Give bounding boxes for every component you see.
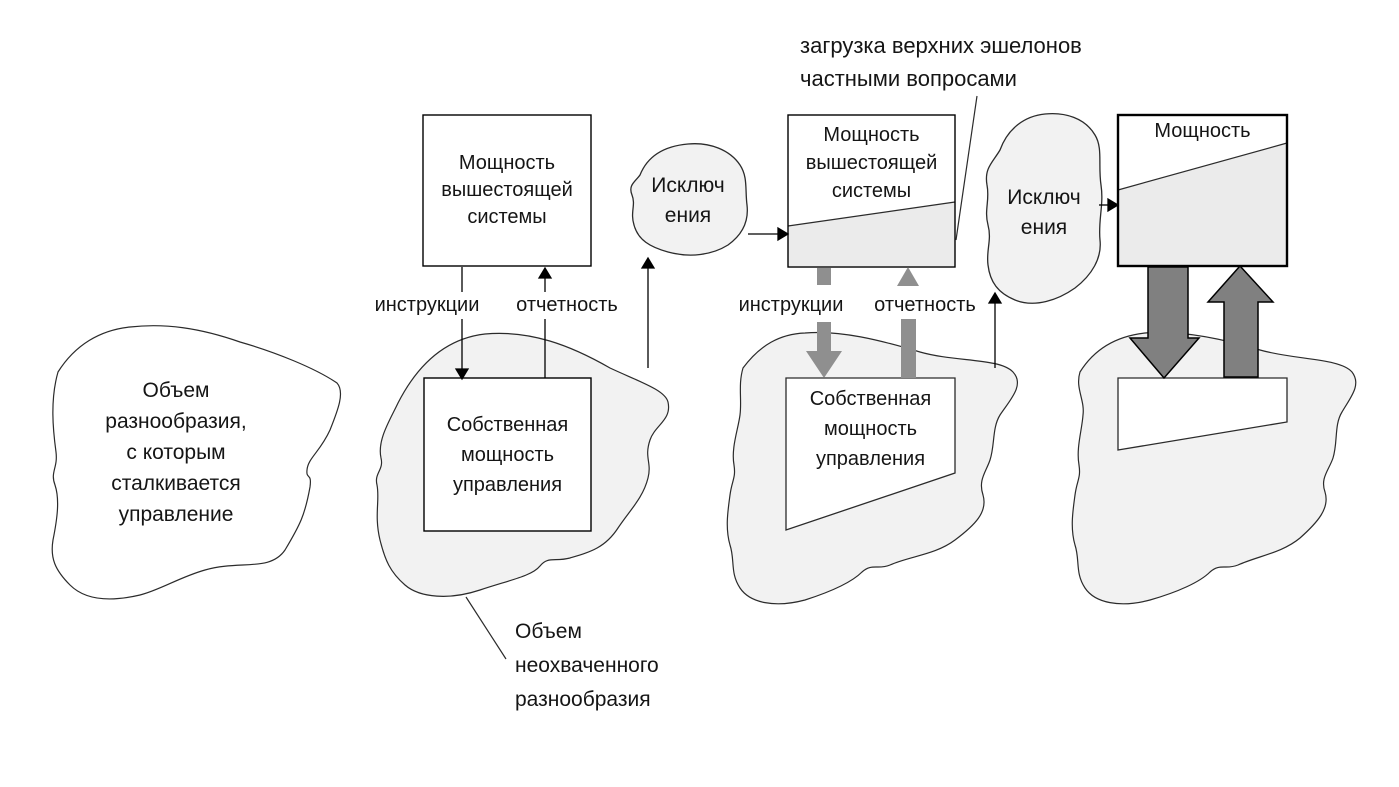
stage3-up-thick-arrow (1206, 264, 1275, 378)
stage2-exceptions-arrowhead (987, 291, 1003, 304)
stage3-down-thick-arrow (1128, 266, 1201, 380)
stage1-instructions-label: инструкции (367, 292, 487, 319)
exceptions1-to-box-arrowhead (777, 226, 790, 242)
bottom-note: Объем неохваченного разнообразия (515, 620, 659, 711)
top-note: загрузка верхних эшелонов частными вопро… (800, 33, 1082, 91)
exceptions2-to-box-arrowhead (1107, 197, 1120, 213)
stage2-reporting-thick-shaft (901, 318, 916, 378)
top-note-leader-line (955, 95, 978, 241)
stage2-instructions-thick-stub (817, 268, 831, 285)
exceptions2-label: Исключ ения (1007, 186, 1081, 239)
stage1-reporting-arrowhead (537, 266, 553, 279)
stage3-upper-system-diagonal (1117, 142, 1288, 191)
stage2-own-capacity-quad (785, 377, 956, 531)
exceptions1-label: Исключ ения (651, 174, 725, 227)
stage2-upper-system-diagonal (787, 201, 956, 227)
stage3-upper-system-label: Мощность (1154, 120, 1251, 142)
stage3-upper-system-box (1116, 113, 1289, 268)
stage1-upper-system-label: Мощность вышестоящей системы (441, 152, 573, 228)
stage2-instructions-thick-arrow (806, 322, 842, 378)
stage2-upper-system-box (787, 114, 956, 268)
variety-blob-label: Объем разнообразия, с которым сталкивает… (105, 379, 247, 526)
stage1-upper-system-box (422, 114, 592, 267)
exceptions-blob-1 (630, 143, 748, 256)
stage2-reporting-thick-arrowhead (897, 267, 919, 286)
stage2-instructions-label: инструкции (731, 292, 851, 319)
variety-blob (51, 325, 342, 600)
stage1-reporting-label: отчетность (507, 292, 627, 319)
exceptions-blob-2 (985, 112, 1103, 304)
stage3-uncovered-variety-blob (1071, 331, 1357, 605)
stage1-own-capacity-box (423, 377, 592, 532)
stage3-own-capacity-quad (1117, 377, 1288, 451)
stage3-upper-system-shade (1118, 143, 1287, 265)
bottom-note-leader-line (465, 596, 507, 660)
stage2-reporting-label: отчетность (865, 292, 985, 319)
stage2-own-capacity-label: Собственная мощность управления (809, 388, 932, 470)
stage1-own-capacity-label: Собственная мощность управления (446, 413, 569, 496)
stage2-upper-system-shade (788, 202, 955, 266)
stage2-upper-system-label: Мощность вышестоящей системы (805, 124, 938, 202)
stage1-instructions-arrowhead (454, 368, 470, 381)
stage1-exceptions-arrowhead (640, 256, 656, 269)
